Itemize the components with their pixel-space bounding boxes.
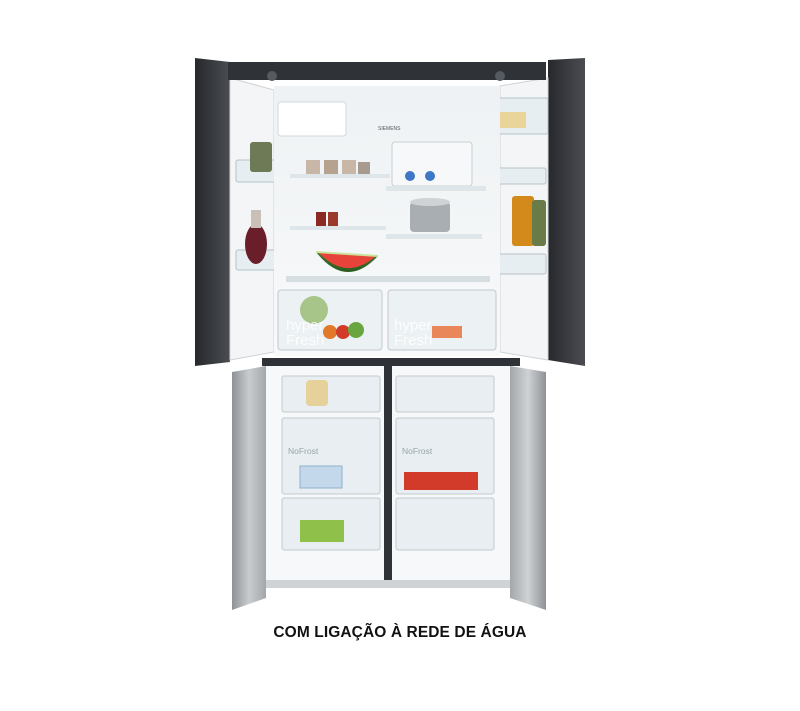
nofrost-logo-left: NoFrost xyxy=(288,446,319,456)
hyperfresh-logo-bottom-right: Fresh xyxy=(394,332,432,349)
lower-compartments: NoFrost NoFrost xyxy=(266,366,510,580)
caption: COM LIGAÇÃO À REDE DE ÁGUA xyxy=(273,624,527,641)
lower-right-door xyxy=(510,366,546,610)
hyperfresh-drawer-left: hyper Fresh xyxy=(277,289,383,351)
hyperfresh-drawer-right: hyper Fresh xyxy=(387,289,497,351)
hyperfresh-logo-top: hyper xyxy=(286,317,324,334)
middle-divider xyxy=(262,358,520,366)
nofrost-logo-right: NoFrost xyxy=(402,446,433,456)
base-plinth xyxy=(266,580,510,588)
top-frame xyxy=(228,62,546,80)
upper-right-door xyxy=(473,58,585,366)
hyperfresh-logo-top-right: hyper xyxy=(394,317,432,334)
lower-left-door xyxy=(232,366,266,610)
brand-logo: SIEMENS xyxy=(378,126,401,132)
hyperfresh-logo-bottom: Fresh xyxy=(286,332,324,349)
